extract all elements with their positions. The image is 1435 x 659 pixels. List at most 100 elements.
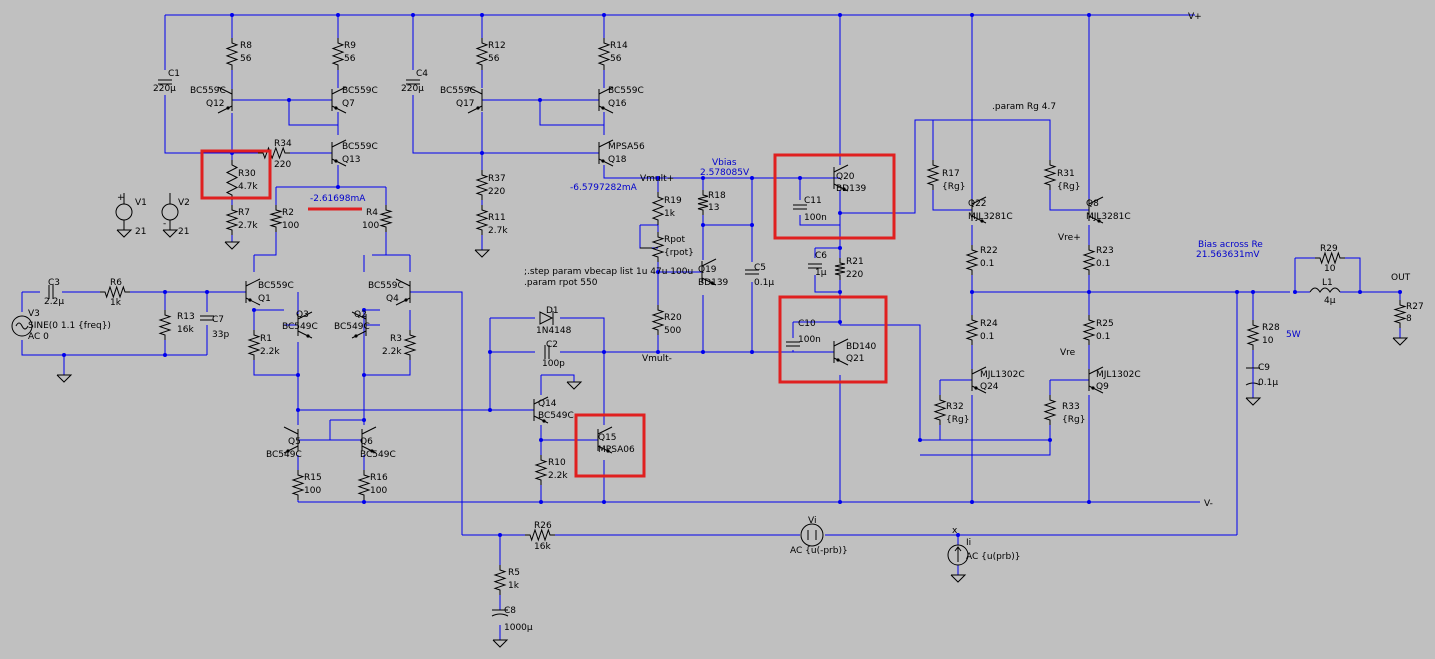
model-q20: BD139 bbox=[836, 184, 867, 194]
val-d1: 1N4148 bbox=[536, 326, 572, 336]
val-vi: AC {u(-prb)} bbox=[790, 546, 848, 556]
junction-dot bbox=[539, 438, 543, 442]
junction-dot bbox=[602, 500, 606, 504]
val-c7: 33p bbox=[212, 330, 229, 340]
bias-re-label: Bias across Re bbox=[1198, 240, 1263, 250]
junction-dot bbox=[970, 500, 974, 504]
ref-q2: Q2 bbox=[354, 310, 367, 320]
junction-dot bbox=[163, 353, 167, 357]
ref-r7: R7 bbox=[238, 208, 250, 218]
ref-r22: R22 bbox=[980, 246, 998, 256]
junction-dot bbox=[362, 418, 366, 422]
val-r19: 1k bbox=[664, 209, 676, 219]
model-q8: MJL3281C bbox=[1086, 212, 1131, 222]
resistor-r18 bbox=[697, 190, 709, 215]
val-r9: 56 bbox=[344, 54, 356, 64]
line2-v3: AC 0 bbox=[28, 332, 49, 342]
resistor-r19 bbox=[651, 192, 665, 225]
ref-r28: R28 bbox=[1262, 323, 1280, 333]
ref-r32: R32 bbox=[946, 402, 964, 412]
ref-r20: R20 bbox=[664, 313, 682, 323]
output-label: OUT bbox=[1391, 273, 1411, 283]
mark-ii: x bbox=[952, 526, 958, 536]
resistor-r9 bbox=[331, 38, 345, 70]
ref-ii: Ii bbox=[966, 538, 971, 548]
ref-r9: R9 bbox=[344, 41, 356, 51]
highlight-r30 bbox=[200, 149, 272, 200]
val-r8: 56 bbox=[240, 54, 252, 64]
ref-q18: Q18 bbox=[608, 155, 627, 165]
resistor-r33 bbox=[1043, 395, 1057, 425]
junction-dot bbox=[1293, 290, 1297, 294]
ref-r6: R6 bbox=[110, 278, 122, 288]
ref-vi: Vi bbox=[808, 516, 816, 526]
val-r7: 2.7k bbox=[238, 221, 258, 231]
resistor-r32 bbox=[933, 395, 947, 425]
ref-r12: R12 bbox=[488, 41, 506, 51]
wire bbox=[424, 291, 463, 535]
junction-dot bbox=[1087, 500, 1091, 504]
ref-r24: R24 bbox=[980, 319, 998, 329]
ref-r1: R1 bbox=[260, 334, 272, 344]
source-vi-symbol bbox=[800, 523, 824, 547]
ref-q17: Q17 bbox=[456, 99, 475, 109]
transistor-q12 bbox=[217, 86, 246, 114]
wire bbox=[164, 95, 232, 154]
resistor-r4 bbox=[379, 205, 393, 232]
val-r26: 16k bbox=[534, 542, 551, 552]
wire bbox=[814, 275, 840, 293]
val-c3: 2.2µ bbox=[44, 297, 64, 307]
transistor-q14 bbox=[520, 396, 549, 424]
wire bbox=[603, 165, 840, 179]
val-r37: 220 bbox=[488, 187, 505, 197]
ref-c7: C7 bbox=[212, 315, 224, 325]
resistor-r6 bbox=[100, 285, 130, 299]
capacitor-c10 bbox=[786, 341, 800, 347]
vbias-label: Vbias bbox=[712, 158, 737, 168]
transistor-q5 bbox=[283, 426, 312, 454]
directive-rpot: .param rpot 550 bbox=[524, 278, 598, 288]
source-v2-symbol bbox=[161, 193, 179, 230]
junction-dot bbox=[1087, 290, 1091, 294]
ref-v1: V1 bbox=[135, 198, 147, 208]
resistor-r8 bbox=[225, 38, 239, 70]
highlight-q20 bbox=[773, 153, 896, 240]
model-q17: BC559C bbox=[440, 86, 476, 96]
resistor-r27 bbox=[1393, 300, 1407, 328]
ref-r25: R25 bbox=[1096, 319, 1114, 329]
resistor-r21 bbox=[834, 258, 846, 280]
val-r34: 220 bbox=[274, 160, 291, 170]
val-ii: AC {u(prb)} bbox=[966, 552, 1020, 562]
val-r23: 0.1 bbox=[1096, 259, 1110, 269]
junction-dot bbox=[602, 13, 606, 17]
ref-r13: R13 bbox=[177, 312, 195, 322]
wire bbox=[840, 324, 921, 440]
plus-v1: + bbox=[117, 193, 125, 203]
wire bbox=[540, 425, 584, 441]
val-r2: 100 bbox=[282, 221, 299, 231]
capacitor-c6 bbox=[808, 263, 822, 269]
resistor-r16 bbox=[357, 470, 371, 500]
net-vmult-minus: Vmult- bbox=[642, 354, 672, 364]
ref-r21: R21 bbox=[846, 257, 864, 267]
power-annotation: 5W bbox=[1286, 330, 1301, 340]
model-q5: BC549C bbox=[266, 450, 302, 460]
net-vre-plus: Vre+ bbox=[1058, 233, 1081, 243]
ref-c2: C2 bbox=[546, 340, 558, 350]
capacitor-c3 bbox=[48, 285, 54, 299]
ref-q1: Q1 bbox=[258, 294, 271, 304]
junction-dot bbox=[1235, 290, 1239, 294]
ref-c5: C5 bbox=[754, 263, 766, 273]
ref-q20: Q20 bbox=[836, 172, 855, 182]
ref-r2: R2 bbox=[282, 208, 294, 218]
junction-dot bbox=[701, 176, 705, 180]
model-q24: MJL1302C bbox=[980, 370, 1025, 380]
val-r14: 56 bbox=[610, 54, 622, 64]
ref-q19: Q19 bbox=[698, 265, 717, 275]
resistor-r26 bbox=[525, 528, 555, 542]
model-q7: BC559C bbox=[342, 86, 378, 96]
wire bbox=[288, 100, 338, 126]
ref-d1: D1 bbox=[546, 306, 559, 316]
ref-c9: C9 bbox=[1258, 363, 1270, 373]
